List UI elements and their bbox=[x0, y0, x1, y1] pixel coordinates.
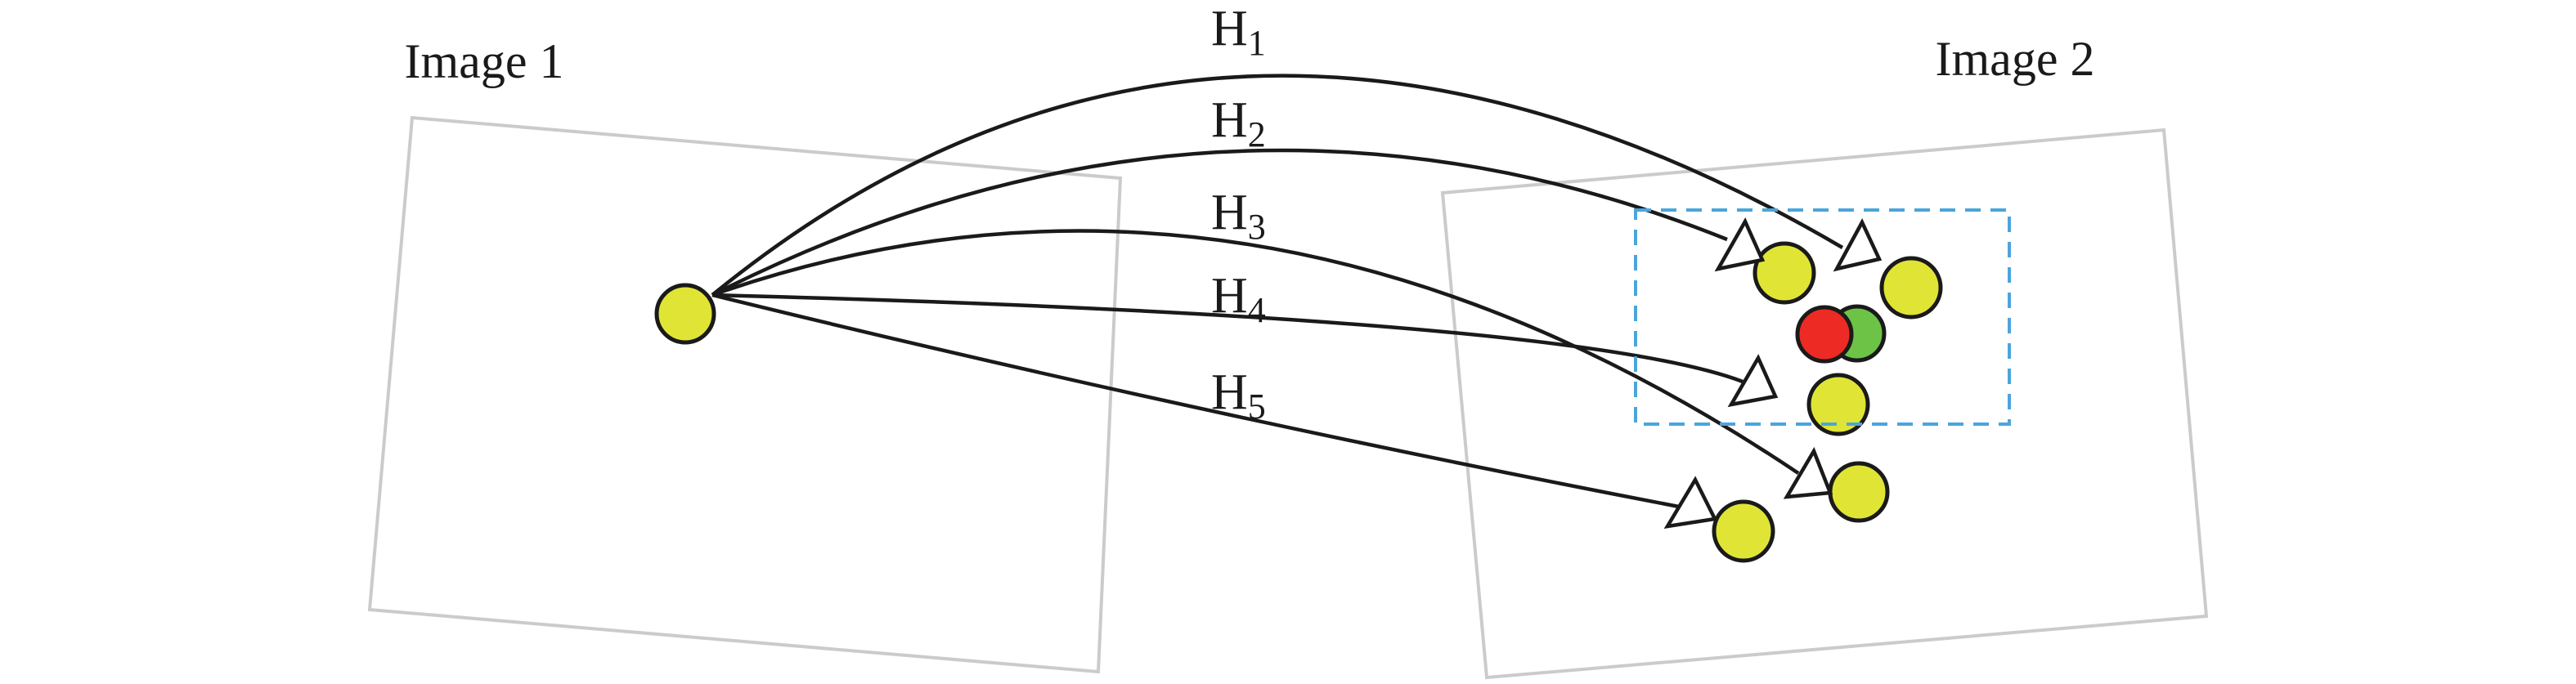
candidate-point-h5 bbox=[1712, 499, 1775, 563]
h2-base: H bbox=[1211, 92, 1248, 148]
candidate-point-h3 bbox=[1828, 461, 1890, 523]
h4-subscript: 4 bbox=[1248, 290, 1266, 330]
homography-curves bbox=[711, 74, 1844, 509]
homography-label-h5: H5 bbox=[1211, 364, 1266, 427]
h3-subscript: 3 bbox=[1248, 207, 1266, 247]
homography-label-h1: H1 bbox=[1211, 1, 1266, 63]
image1-frame bbox=[367, 115, 1123, 674]
homography-label-h2: H2 bbox=[1211, 92, 1266, 154]
arrowheads bbox=[1663, 217, 1883, 529]
image2-label: Image 2 bbox=[1936, 32, 2095, 86]
candidate-region-box bbox=[1634, 208, 2011, 426]
homography-curve-h4 bbox=[711, 293, 1744, 384]
arrowhead-h5 bbox=[1663, 476, 1718, 529]
homography-curve-h3 bbox=[711, 229, 1800, 475]
homography-curve-h5 bbox=[711, 293, 1680, 509]
source-feature-point bbox=[654, 283, 716, 345]
h3-base: H bbox=[1211, 185, 1248, 240]
candidate-point-h4 bbox=[1806, 373, 1870, 436]
arrowhead-h1 bbox=[1833, 218, 1883, 272]
homography-curve-h1 bbox=[711, 74, 1844, 297]
h2-subscript: 2 bbox=[1248, 114, 1266, 154]
homography-label-h3: H3 bbox=[1211, 185, 1266, 247]
h5-base: H bbox=[1211, 364, 1248, 420]
arrowhead-h4 bbox=[1727, 354, 1779, 408]
image2-frame bbox=[1440, 127, 2209, 680]
candidate-point-h2 bbox=[1752, 241, 1816, 305]
h5-subscript: 5 bbox=[1248, 387, 1266, 427]
h1-base: H bbox=[1211, 1, 1248, 56]
h4-base: H bbox=[1211, 268, 1248, 324]
candidate-points bbox=[1712, 241, 1943, 563]
arrowhead-h3 bbox=[1783, 446, 1833, 499]
h1-subscript: 1 bbox=[1248, 23, 1266, 63]
candidate-point-red bbox=[1795, 305, 1854, 364]
image1-label: Image 1 bbox=[405, 34, 564, 88]
candidate-point-h1 bbox=[1879, 256, 1943, 320]
arrowhead-h2 bbox=[1714, 217, 1766, 272]
homography-label-h4: H4 bbox=[1211, 268, 1266, 330]
homography-curve-h2 bbox=[711, 148, 1728, 297]
